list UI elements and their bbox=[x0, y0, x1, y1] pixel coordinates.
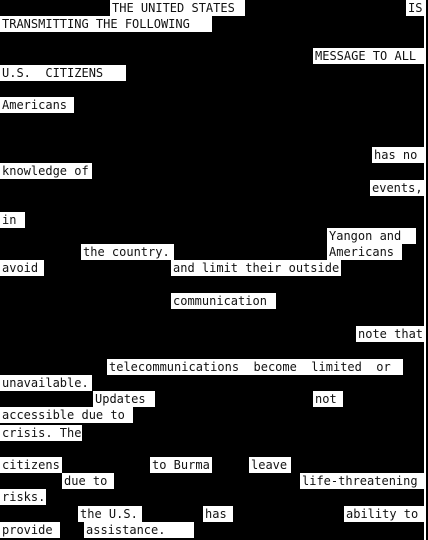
word-leave: leave bbox=[249, 457, 291, 473]
word-avoid: avoid bbox=[0, 260, 44, 276]
word-yangon-and: Yangon and bbox=[327, 228, 416, 244]
word-americans-1: Americans bbox=[0, 97, 74, 113]
word-has-no: has no bbox=[372, 147, 424, 163]
word-ability-to: ability to bbox=[344, 506, 424, 522]
word-unavailable: unavailable. bbox=[0, 375, 92, 391]
word-updates: Updates bbox=[93, 391, 155, 407]
word-crisis-the: crisis. The bbox=[0, 425, 82, 441]
word-to-burma: to Burma bbox=[150, 457, 212, 473]
word-events: events, bbox=[370, 180, 424, 196]
word-us-citizens: U.S. CITIZENS bbox=[0, 65, 126, 81]
word-note-that: note that bbox=[356, 326, 424, 342]
word-has: has bbox=[203, 506, 233, 522]
word-americans-2: Americans bbox=[327, 244, 402, 260]
word-knowledge-of: knowledge of bbox=[0, 163, 92, 179]
word-communication: communication bbox=[171, 293, 276, 309]
word-the-united-states: THE UNITED STATES bbox=[110, 0, 245, 16]
word-the-country: the country. bbox=[81, 244, 174, 260]
word-the-us: the U.S. bbox=[78, 506, 142, 522]
word-accessible-due-to: accessible due to bbox=[0, 407, 133, 423]
word-transmitting-the-following: TRANSMITTING THE FOLLOWING bbox=[0, 16, 212, 32]
word-in: in bbox=[0, 212, 25, 228]
word-not: not bbox=[313, 391, 343, 407]
word-due-to: due to bbox=[62, 473, 114, 489]
word-life-threatening: life-threatening bbox=[300, 473, 424, 489]
word-assistance: assistance. bbox=[84, 522, 194, 538]
word-risks: risks. bbox=[0, 489, 46, 505]
word-and-limit-their-outside: and limit their outside bbox=[171, 260, 341, 276]
word-is: IS bbox=[406, 0, 424, 16]
word-telecommunications-become-limited-or: telecommunications become limited or bbox=[107, 359, 403, 375]
word-citizens: citizens bbox=[0, 457, 62, 473]
word-message-to-all: MESSAGE TO ALL bbox=[313, 48, 424, 64]
right-edge-line bbox=[424, 0, 426, 540]
word-provide: provide bbox=[0, 522, 60, 538]
